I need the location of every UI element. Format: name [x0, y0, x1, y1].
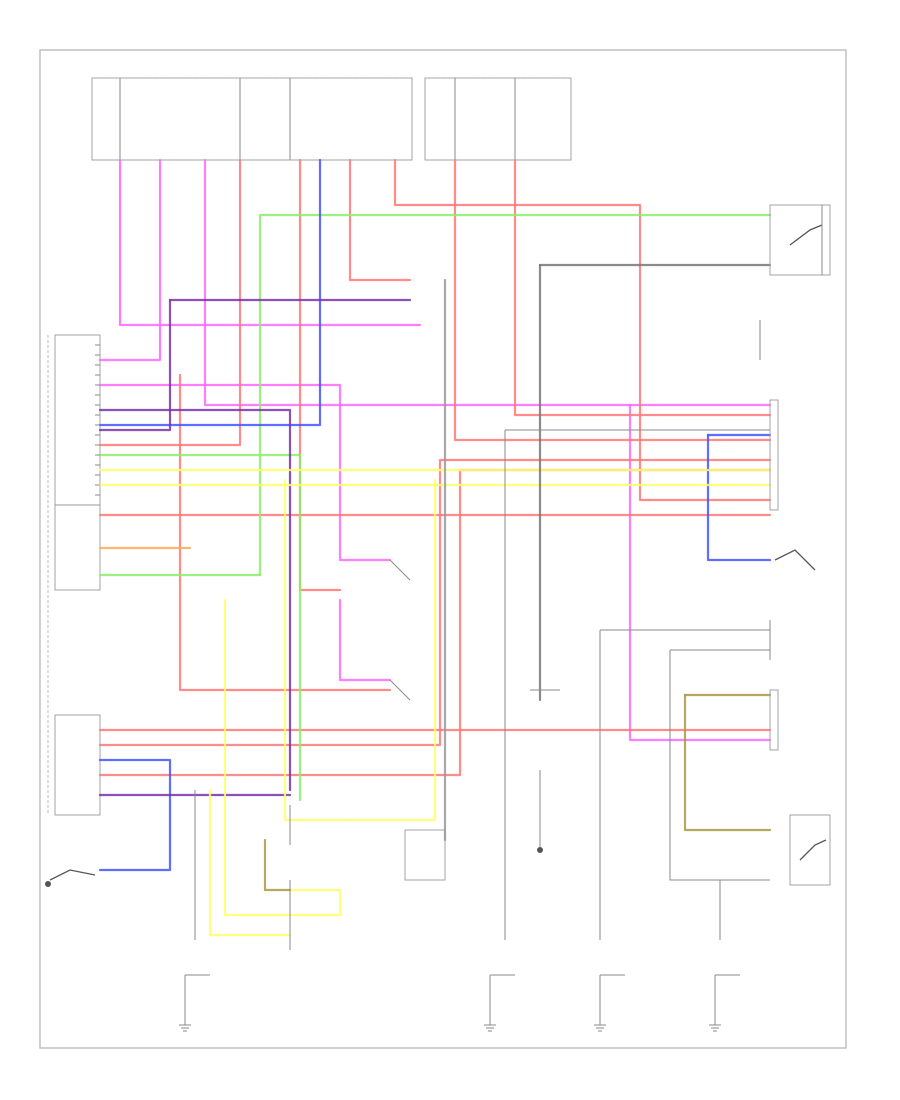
left-rear-switch-symbol [49, 869, 96, 881]
wires-red [98, 158, 772, 777]
center-relay [404, 829, 446, 881]
right-connector-block [769, 399, 779, 511]
fuse-block-right [424, 77, 572, 161]
connector-block-bottom [54, 714, 101, 816]
door-switch-box [769, 204, 831, 276]
connector-block-lower [54, 504, 101, 591]
left-connector-block [47, 334, 101, 816]
wires-green [98, 213, 772, 802]
wires-pink [98, 158, 772, 742]
door-switch-symbol [789, 224, 823, 246]
wires-yellow [98, 468, 772, 937]
rear-door-switch-symbol [774, 549, 816, 571]
connector-block-main [54, 334, 101, 506]
lower-right-switch-box [789, 814, 831, 886]
wires-purple [98, 298, 412, 797]
center-components [289, 559, 560, 950]
left-rear-switch [45, 869, 96, 887]
lower-right-connector [769, 689, 779, 751]
lower-right-switch-symbol [799, 839, 827, 861]
right-components [759, 204, 831, 886]
fuse-block-left [91, 77, 413, 161]
wires-gray [194, 263, 772, 940]
wires-blue [98, 158, 772, 872]
ground-points [179, 974, 740, 1032]
top-fuse-blocks [91, 77, 572, 161]
diagram-frame [39, 49, 847, 1049]
wires-olive [263, 693, 772, 892]
left-pin-ticks [95, 344, 100, 496]
